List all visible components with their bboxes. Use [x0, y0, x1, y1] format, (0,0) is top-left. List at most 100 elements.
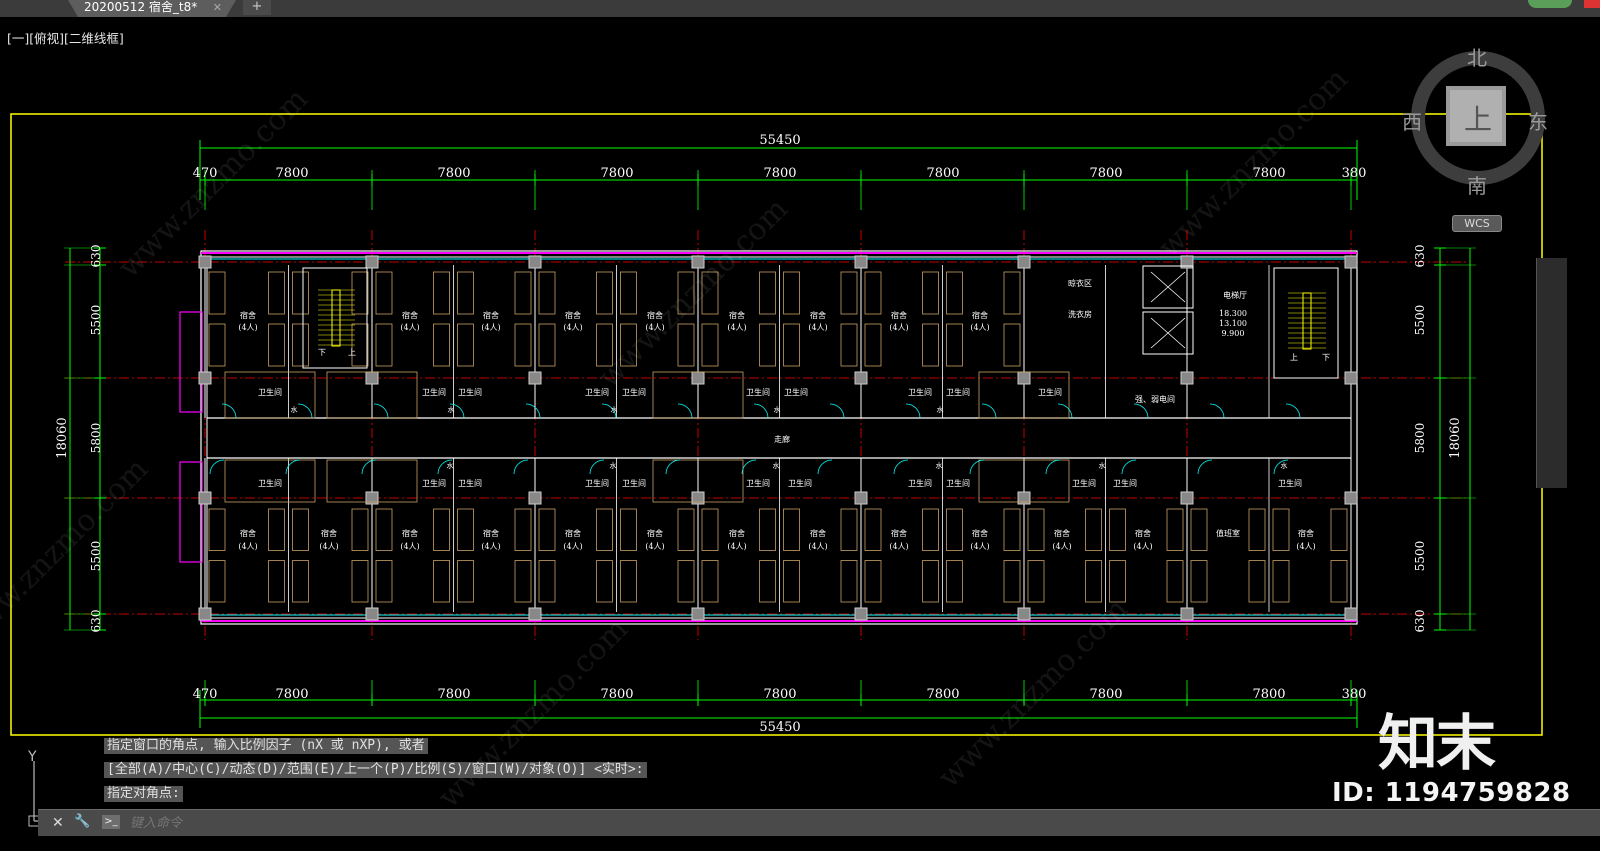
bed: [1190, 508, 1208, 551]
bed: [1272, 508, 1290, 551]
room-label: 洗衣房: [1068, 309, 1092, 319]
room-label: 宿舍: [1135, 528, 1151, 538]
viewport-controls[interactable]: [一][俯视][二维线框]: [7, 31, 124, 46]
room-label-bath: 卫生间: [908, 478, 932, 488]
room-capacity: (4人): [238, 542, 257, 551]
column: [1180, 607, 1194, 621]
water-label: 水: [447, 461, 454, 470]
tab-close-icon[interactable]: ✕: [212, 1, 222, 14]
bed: [759, 271, 776, 315]
stair-label: 上: [1290, 353, 1298, 362]
room-label-corridor: 走廊: [774, 434, 790, 444]
room-capacity: (4人): [889, 323, 908, 332]
compass-south[interactable]: 南: [1467, 174, 1487, 198]
room-label: 宿舍: [729, 528, 745, 538]
bed: [620, 560, 637, 603]
bed: [1085, 508, 1102, 551]
compass-east[interactable]: 东: [1528, 110, 1548, 134]
new-tab-button[interactable]: +: [243, 0, 271, 15]
door-swing: [449, 403, 465, 419]
navigation-bar[interactable]: [1536, 258, 1567, 488]
bed: [208, 271, 226, 315]
column: [1180, 255, 1194, 269]
bed: [701, 560, 719, 603]
bathroom: [978, 459, 1070, 503]
room-capacity: (4人): [727, 323, 746, 332]
bed: [268, 560, 285, 603]
room-label-bath: 卫生间: [258, 478, 282, 488]
dimension-label: 380: [1342, 687, 1367, 702]
room-label: 宿舍: [647, 528, 663, 538]
bed: [1003, 271, 1021, 315]
room-label: 晾衣区: [1068, 278, 1092, 288]
command-prompt-icon[interactable]: >_: [102, 815, 120, 829]
column: [198, 491, 212, 505]
bed: [514, 508, 532, 551]
column: [1344, 371, 1358, 385]
bed: [1003, 508, 1021, 551]
bed: [514, 271, 532, 315]
status-indicator-icon: [1528, 0, 1572, 8]
level-label: 18.300: [1219, 309, 1247, 318]
room-label-bath: 卫生间: [784, 387, 808, 397]
dimension-label: 470: [193, 166, 218, 181]
bed: [783, 508, 800, 551]
room-capacity: (4人): [889, 542, 908, 551]
door-swing: [525, 403, 541, 419]
room-capacity: (4人): [400, 542, 419, 551]
dimension-label: 7800: [1252, 166, 1285, 181]
bed: [864, 323, 882, 367]
door-swing: [893, 459, 909, 475]
column: [198, 371, 212, 385]
bed: [1166, 560, 1184, 603]
window-bay: [179, 461, 203, 563]
room-capacity: (4人): [645, 323, 664, 332]
bed: [840, 560, 858, 603]
room-label: 宿舍: [565, 528, 581, 538]
dimension-label: 630: [89, 610, 103, 633]
dimension-label: 7800: [437, 166, 470, 181]
water-label: 水: [610, 461, 617, 470]
dimension-total: 55450: [759, 133, 800, 148]
room-label: 宿舍: [972, 528, 988, 538]
command-input[interactable]: [128, 813, 832, 833]
bed: [1272, 560, 1290, 603]
room-label: 宿舍: [1054, 528, 1070, 538]
room-label-bath: 卫生间: [946, 478, 970, 488]
close-icon[interactable]: ✕: [52, 815, 64, 831]
bed: [677, 508, 695, 551]
room-label-bath: 卫生间: [908, 387, 932, 397]
compass-north[interactable]: 北: [1467, 46, 1487, 70]
bed: [596, 271, 613, 315]
window-close-icon[interactable]: [1584, 0, 1600, 8]
compass-west[interactable]: 西: [1402, 110, 1422, 134]
bed: [208, 323, 226, 367]
tab-drawing[interactable]: 20200512 宿舍_t8* ✕: [68, 0, 236, 17]
command-history-line-1: 指定窗口的角点, 输入比例因子 (nX 或 nXP), 或者: [104, 738, 428, 754]
bed: [620, 323, 637, 367]
dimension-label: 5500: [1413, 541, 1427, 572]
customize-icon[interactable]: 🔧: [74, 814, 91, 829]
door-swing: [589, 459, 605, 475]
door-swing: [1121, 459, 1137, 475]
door-swing: [1045, 459, 1061, 475]
bathroom: [224, 459, 316, 503]
bed: [759, 508, 776, 551]
watermark-text: www.znzmo.com: [432, 612, 635, 815]
command-line-bar: ✕ 🔧 >_: [38, 809, 1600, 836]
bed: [292, 271, 309, 315]
viewcube-compass[interactable]: [1398, 38, 1558, 198]
bed: [677, 560, 695, 603]
column: [691, 491, 705, 505]
dimension-label: 5500: [1413, 305, 1427, 336]
viewcube-top-label[interactable]: 上: [1464, 103, 1493, 136]
bed: [457, 323, 474, 367]
water-label: 水: [937, 405, 944, 414]
bathroom: [652, 371, 744, 419]
dimension-label: 7800: [1252, 687, 1285, 702]
column: [1344, 255, 1358, 269]
bed: [375, 560, 393, 603]
wcs-menu[interactable]: WCS: [1452, 215, 1502, 232]
column: [854, 491, 868, 505]
